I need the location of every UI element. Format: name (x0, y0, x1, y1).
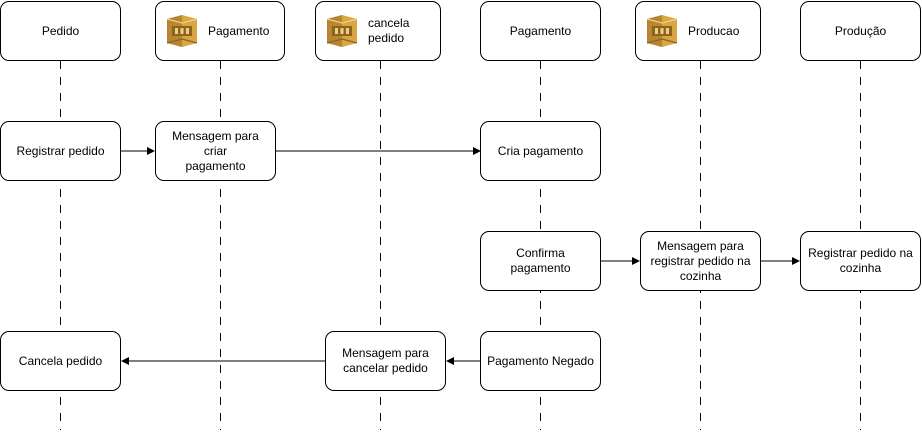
header-producao-queue-label: Producao (688, 23, 740, 38)
header-cancela-queue-label: cancela pedido (368, 16, 410, 45)
header-producao-label: Produção (834, 23, 887, 38)
header-pagamento-queue[interactable]: Pagamento (155, 1, 285, 61)
step-cancela-pedido[interactable]: Cancela pedido (0, 331, 121, 391)
header-pagamento-queue-label: Pagamento (208, 23, 270, 38)
header-pedido-label: Pedido (41, 23, 80, 38)
aws-sqs-queue-icon (166, 15, 198, 47)
step-pagamento-negado[interactable]: Pagamento Negado (480, 331, 601, 391)
step-mensagem-criar-pagamento-label: Mensagem para criar pagamento (172, 128, 259, 173)
step-pagamento-negado-label: Pagamento Negado (487, 353, 594, 368)
step-registrar-pedido-cozinha[interactable]: Registrar pedido na cozinha (800, 231, 921, 291)
step-mensagem-registrar-cozinha-label: Mensagem para registrar pedido na cozinh… (650, 238, 751, 283)
aws-sqs-queue-icon (326, 15, 358, 47)
step-mensagem-cancelar-pedido[interactable]: Mensagem para cancelar pedido (325, 331, 446, 391)
step-mensagem-registrar-cozinha[interactable]: Mensagem para registrar pedido na cozinh… (640, 231, 761, 291)
header-producao[interactable]: Produção (800, 1, 921, 61)
header-cancela-queue[interactable]: cancela pedido (315, 1, 441, 61)
step-registrar-pedido-cozinha-label: Registrar pedido na cozinha (808, 246, 913, 275)
header-producao-queue[interactable]: Producao (635, 1, 761, 61)
header-pagamento-label: Pagamento (509, 23, 572, 38)
step-confirma-pagamento-label: Confirma pagamento (510, 246, 571, 275)
step-cancela-pedido-label: Cancela pedido (18, 353, 103, 368)
step-confirma-pagamento[interactable]: Confirma pagamento (480, 231, 601, 291)
step-cria-pagamento-label: Cria pagamento (497, 143, 584, 158)
header-pedido[interactable]: Pedido (0, 1, 121, 61)
message-arrows (121, 147, 800, 365)
aws-sqs-queue-icon (646, 15, 678, 47)
step-registrar-pedido-label: Registrar pedido (16, 143, 105, 158)
header-pagamento[interactable]: Pagamento (480, 1, 601, 61)
step-mensagem-cancelar-pedido-label: Mensagem para cancelar pedido (342, 346, 429, 375)
step-cria-pagamento[interactable]: Cria pagamento (480, 121, 601, 181)
step-registrar-pedido[interactable]: Registrar pedido (0, 121, 121, 181)
step-mensagem-criar-pagamento[interactable]: Mensagem para criar pagamento (155, 121, 276, 181)
